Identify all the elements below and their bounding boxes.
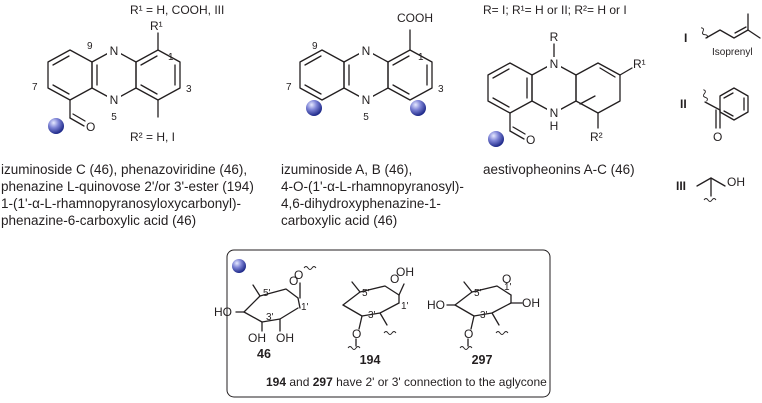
nitrogen-label: N (550, 106, 559, 120)
sugar-attachment-sphere (410, 100, 426, 116)
position-label: 5' (474, 288, 482, 299)
nitrogen-label: N (110, 44, 119, 58)
ring-oxygen-label: O (390, 272, 399, 286)
caption-line: izuminoside C (46), phenazoviridine (46)… (1, 162, 247, 177)
position-label: 3' (480, 310, 488, 321)
note-id: 194 (266, 375, 286, 389)
position-label: 3 (186, 84, 192, 95)
nitrogen-label: N (550, 57, 559, 71)
glycosidic-oxygen-label: O (294, 268, 303, 282)
note-id: 297 (313, 375, 333, 389)
hydroxyl-label: OH (727, 175, 745, 189)
caption-line: phenazine-6-carboxylic acid (46) (1, 213, 196, 228)
position-label: 5 (111, 112, 117, 123)
caption-line: 4,6-dihydroxyphenazine-1- (281, 196, 441, 211)
hydroxyethyl-substituent (696, 177, 726, 202)
legend-sphere-key (232, 259, 246, 273)
position-label: 7 (286, 82, 292, 93)
oxygen-label: O (464, 327, 473, 341)
position-label: 7 (32, 82, 38, 93)
position-label: 9 (87, 41, 93, 52)
hydroxyl-label: HO (214, 305, 232, 319)
position-label: 1 (168, 52, 174, 63)
substituent-label: I (684, 31, 687, 45)
sugar-legend-box (226, 249, 551, 398)
position-label: 3' (266, 312, 274, 323)
caption-line: 1-(1'-α-L-rhamnopyranosyloxycarbonyl)- (1, 196, 241, 211)
sugar-attachment-sphere (48, 118, 64, 134)
caption-line: carboxylic acid (46) (281, 213, 397, 228)
r2-definition: R² = H, I (130, 130, 175, 144)
compound-id: 194 (360, 353, 381, 367)
nitrogen-label: N (362, 93, 371, 107)
caption-line: izuminoside A, B (46), (281, 162, 412, 177)
position-label: 9 (312, 41, 318, 52)
hydroxyl-label: OH (248, 331, 266, 345)
structure-3-dihydrophenazine (487, 43, 633, 147)
hydroxyl-label: OH (276, 331, 294, 345)
position-label: 3 (438, 84, 444, 95)
hydroxyl-label: HO (427, 298, 445, 312)
caption-line: aestivopheonins A-C (46) (483, 162, 635, 177)
compound-id: 46 (257, 347, 271, 361)
isoprenyl-substituent (700, 13, 761, 39)
r2-label: R² (590, 130, 603, 144)
position-label: 5 (363, 112, 369, 123)
oxygen-label: O (713, 130, 722, 144)
position-label: 1' (504, 282, 512, 293)
benzoyl-substituent (702, 87, 749, 129)
sugar-attachment-sphere (306, 100, 322, 116)
nitrogen-label: N (110, 93, 119, 107)
note-text: have 2' or 3' connection to the aglycone (333, 375, 547, 389)
ring-oxygen-label: O (502, 272, 511, 286)
sugar-46-rhamnose (235, 266, 317, 332)
hydrogen-label: H (550, 119, 559, 133)
r-definition: R= I; R¹= H or II; R²= H or I (483, 3, 627, 17)
sugar-attachment-sphere (488, 131, 504, 147)
ring-oxygen-label: O (289, 274, 298, 288)
substituent-label: II (680, 97, 687, 111)
oxygen-label: O (526, 133, 535, 147)
r-label: R (550, 30, 559, 44)
position-label: 1 (418, 52, 424, 63)
position-label: 1' (401, 301, 409, 312)
nitrogen-label: N (362, 44, 371, 58)
carboxyl-label: COOH (397, 11, 433, 25)
position-label: 5' (263, 288, 271, 299)
position-label: 1' (301, 302, 309, 313)
hydroxyl-label: OH (396, 265, 414, 279)
sugar-194-quinovose (342, 281, 405, 350)
caption-line: 4-O-(1'-α-L-rhamnopyranosyl)- (281, 179, 464, 194)
note-and: and (286, 375, 313, 389)
oxygen-label: O (352, 327, 361, 341)
r1-label: R¹ (633, 57, 646, 71)
substituent-label: III (676, 179, 686, 193)
legend-note: 194 and 297 have 2' or 3' connection to … (266, 375, 547, 389)
compound-id: 297 (472, 353, 493, 367)
hydroxyl-label: OH (522, 296, 540, 310)
oxygen-label: O (86, 120, 95, 134)
position-label: 5' (362, 288, 370, 299)
position-label: 3' (368, 310, 376, 321)
caption-line: phenazine L-quinovose 2'/or 3'-ester (19… (1, 179, 254, 194)
r1-label: R¹ (150, 19, 163, 33)
sugar-297 (446, 281, 523, 350)
r1-definition: R¹ = H, COOH, III (130, 3, 224, 17)
isoprenyl-name: Isoprenyl (712, 47, 753, 58)
